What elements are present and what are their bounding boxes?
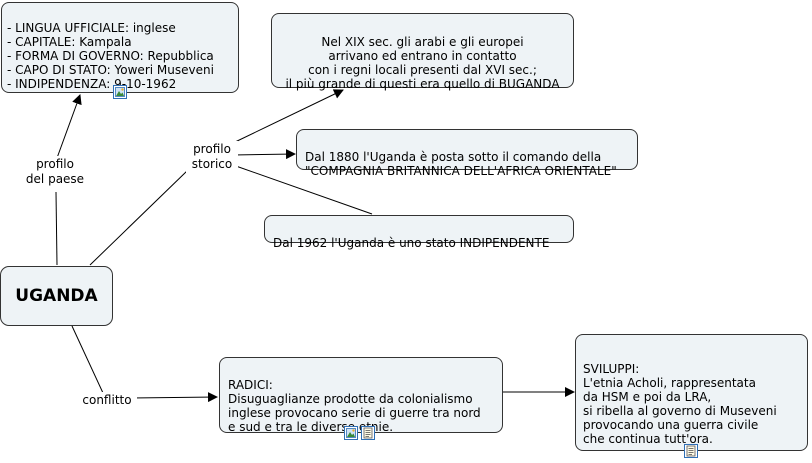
line-storico-indipendente — [232, 164, 373, 215]
node-sviluppi[interactable]: SVILUPPI: L'etnia Acholi, rappresentata … — [575, 334, 808, 451]
image-icon[interactable] — [113, 85, 127, 99]
link-label-profilo-storico: profilo storico — [186, 141, 238, 173]
node-sviluppi-text: SVILUPPI: L'etnia Acholi, rappresentata … — [583, 362, 777, 446]
main-node-uganda[interactable]: UGANDA — [0, 266, 113, 326]
line-main-profilo-storico — [89, 169, 189, 266]
main-node-label: UGANDA — [15, 286, 98, 306]
line-main-conflitto — [71, 325, 104, 394]
node-stato-indipendente[interactable]: Dal 1962 l'Uganda è uno stato INDIPENDEN… — [264, 215, 574, 250]
node-indipendente-text: Dal 1962 l'Uganda è uno stato INDIPENDEN… — [273, 236, 550, 250]
document-icon[interactable] — [361, 426, 375, 440]
arrow-storico-compagnia — [232, 149, 296, 160]
arrow-profilo-paese-info — [56, 94, 82, 159]
document-icon[interactable] — [684, 444, 698, 458]
line-main-profilo-paese — [55, 191, 58, 266]
image-icon[interactable] — [344, 426, 358, 440]
info-box-profilo-paese[interactable]: - LINGUA UFFICIALE: inglese - CAPITALE: … — [1, 2, 239, 93]
link-label-profilo-paese: profilo del paese — [19, 156, 91, 188]
node-compagnia-britannica[interactable]: Dal 1880 l'Uganda è posta sotto il coman… — [296, 129, 638, 178]
link-label-conflitto: conflitto — [77, 392, 137, 409]
node-compagnia-text: Dal 1880 l'Uganda è posta sotto il coman… — [305, 150, 617, 178]
node-radici-text: RADICI: Disuguaglianze prodotte da colon… — [228, 378, 481, 434]
arrow-conflitto-radici — [130, 392, 218, 403]
info-box-text: - LINGUA UFFICIALE: inglese - CAPITALE: … — [7, 21, 214, 91]
arrow-storico-arabi — [232, 89, 344, 144]
node-arabi-text: Nel XIX sec. gli arabi e gli europei arr… — [285, 35, 560, 91]
node-arabi-europei[interactable]: Nel XIX sec. gli arabi e gli europei arr… — [271, 13, 574, 91]
node-radici[interactable]: RADICI: Disuguaglianze prodotte da colon… — [219, 357, 503, 434]
